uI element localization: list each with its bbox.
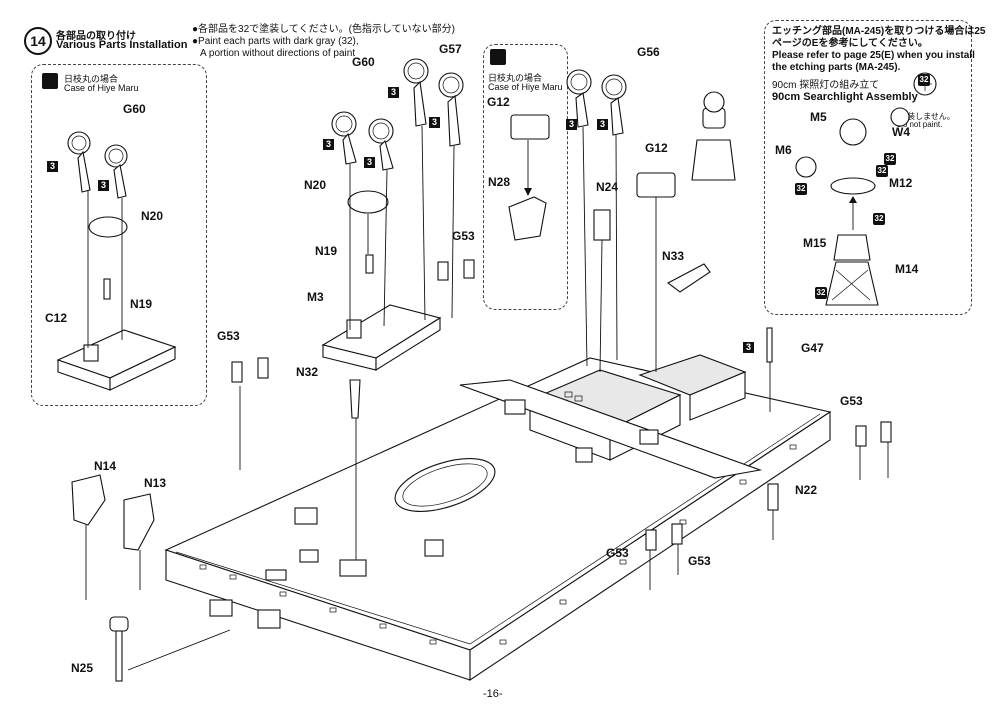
hiye-mid-box	[483, 44, 568, 310]
etching-note-4: the etching parts (MA-245).	[772, 62, 901, 73]
label-m12: M12	[889, 176, 913, 190]
step-title-en: Various Parts Installation	[56, 39, 188, 51]
label-n25: N25	[71, 661, 94, 675]
paint-badge: 3	[323, 139, 334, 150]
label-g12-mid: G12	[487, 95, 510, 109]
paint-note-jp: ●各部品を32で塗装してください。(色指示していない部分)	[192, 24, 455, 35]
paint-badge: 3	[597, 119, 608, 130]
hiye-arrow-icon	[490, 49, 506, 65]
label-n14: N14	[94, 459, 117, 473]
paint-badge: 3	[98, 180, 109, 191]
paint-badge-32: 32	[873, 213, 885, 225]
label-g57: G57	[439, 42, 462, 56]
paint-badge-32: 32	[884, 153, 896, 165]
paint-badge: 3	[364, 157, 375, 168]
label-n19-mid: N19	[315, 244, 338, 258]
label-c12: C12	[45, 311, 68, 325]
label-n28: N28	[488, 175, 511, 189]
label-g53-right: G53	[840, 394, 863, 408]
label-g60-left: G60	[123, 102, 146, 116]
paint-note-en1: ●Paint each parts with dark gray (32),	[192, 36, 359, 47]
label-n24: N24	[596, 180, 619, 194]
hiye-mid-jp: 日枝丸の場合	[488, 73, 543, 83]
step-title-jp: 各部品の取り付け	[56, 31, 136, 42]
label-n22: N22	[795, 483, 818, 497]
searchlight-box	[764, 20, 972, 315]
paint-badge: 3	[47, 161, 58, 172]
paint-note-en2: A portion without directions of paint	[200, 48, 356, 59]
label-g47: G47	[801, 341, 824, 355]
searchlight-assembly	[691, 72, 937, 306]
nopaint-jp: 塗装しません。	[899, 112, 955, 121]
label-n33: N33	[662, 249, 685, 263]
paint-badge: 3	[743, 342, 754, 353]
paint-badge-32: 32	[876, 165, 888, 177]
etching-note-2: ページのEを参考にしてください。	[772, 38, 928, 49]
paint-badge-32: 32	[918, 74, 930, 86]
middle-assembly	[71, 58, 892, 682]
etching-note-1: エッチング部品(MA-245)を取りつける場合は25	[772, 26, 986, 37]
label-w4: W4	[892, 125, 910, 139]
hiye-left-assembly	[56, 131, 177, 391]
hiye-mid-en: Case of Hiye Maru	[488, 82, 563, 92]
searchlight-jp: 90cm 探照灯の組み立て	[772, 80, 880, 91]
hiye-arrow-icon	[42, 73, 58, 89]
page-number: -16-	[483, 688, 503, 700]
label-n13: N13	[144, 476, 167, 490]
nopaint-en: Do not paint.	[897, 120, 943, 129]
step-number: 14	[24, 27, 52, 55]
hiye-left-box	[31, 64, 207, 406]
main-deck	[164, 354, 832, 682]
label-g12-right: G12	[645, 141, 668, 155]
paint-badge-32: 32	[795, 183, 807, 195]
label-m6: M6	[775, 143, 792, 157]
label-m15: M15	[803, 236, 827, 250]
label-m5: M5	[810, 110, 827, 124]
label-g56: G56	[637, 45, 660, 59]
label-m14: M14	[895, 262, 919, 276]
label-m3: M3	[307, 290, 324, 304]
label-g53-b2: G53	[688, 554, 711, 568]
label-g53-left: G53	[217, 329, 240, 343]
etching-note-3: Please refer to page 25(E) when you inst…	[772, 50, 975, 61]
hiye-left-jp: 日枝丸の場合	[64, 74, 119, 84]
hiye-left-en: Case of Hiye Maru	[64, 83, 139, 93]
label-g60-mid: G60	[352, 55, 375, 69]
paint-badge-32: 32	[815, 287, 827, 299]
paint-badge: 3	[388, 87, 399, 98]
paint-badge: 3	[566, 119, 577, 130]
label-n20-mid: N20	[304, 178, 327, 192]
label-g53-b1: G53	[606, 546, 629, 560]
label-n19-left: N19	[130, 297, 153, 311]
searchlight-en: 90cm Searchlight Assembly	[772, 91, 918, 103]
paint-badge: 3	[429, 117, 440, 128]
label-n32: N32	[296, 365, 319, 379]
label-n20-left: N20	[141, 209, 164, 223]
label-g53-top: G53	[452, 229, 475, 243]
